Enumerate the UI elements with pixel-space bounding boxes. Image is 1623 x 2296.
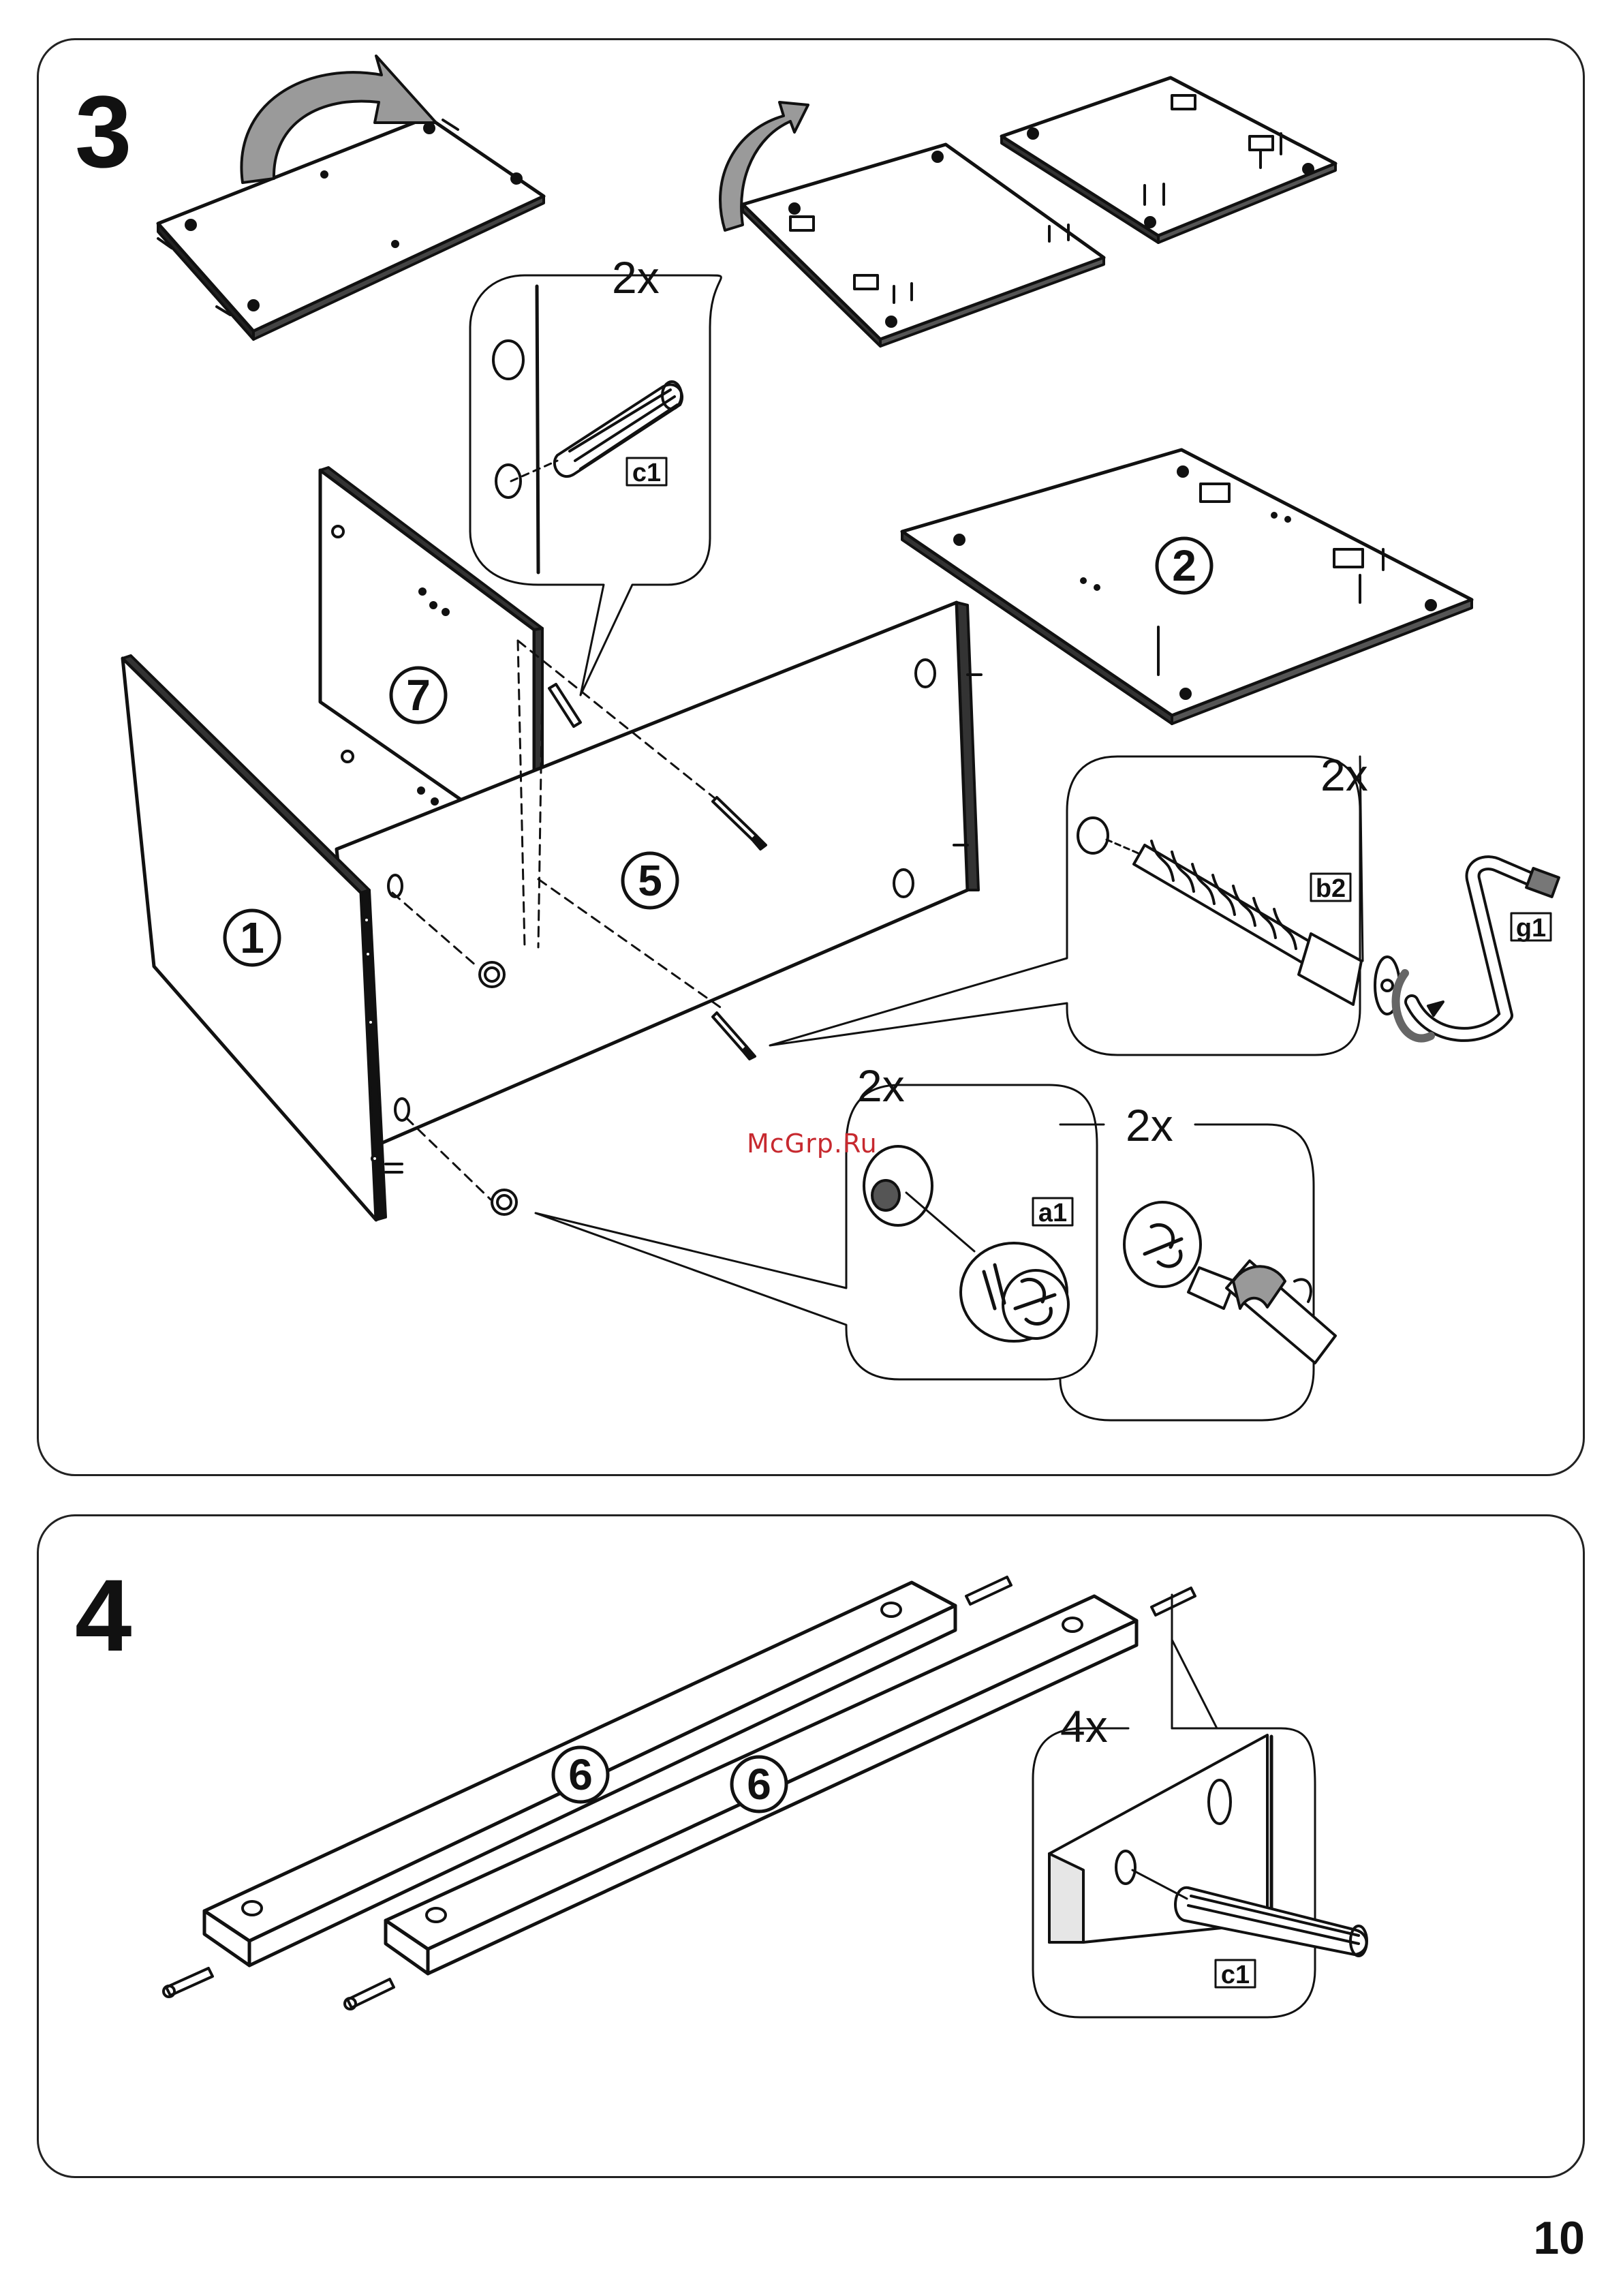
screwdriver-icon bbox=[1124, 1202, 1335, 1363]
allen-key-g1-icon bbox=[1396, 863, 1559, 1038]
step3-a1-quantity: 2x bbox=[857, 1060, 905, 1111]
part-2-label: 2 bbox=[1172, 541, 1196, 590]
watermark: McGrp.Ru bbox=[747, 1129, 878, 1159]
cam-lock-small-1 bbox=[480, 962, 504, 987]
screw-b2-small-2 bbox=[713, 1013, 755, 1059]
step3-b2-quantity: 2x bbox=[1320, 750, 1368, 800]
step3-g1-code: g1 bbox=[1516, 914, 1546, 943]
part-6-label-1: 6 bbox=[568, 1750, 593, 1799]
cam-lock-a1-icon bbox=[961, 1243, 1068, 1341]
part-1-label: 1 bbox=[240, 913, 264, 962]
step3-b2-code: b2 bbox=[1316, 874, 1346, 903]
step3-c1-quantity: 2x bbox=[612, 252, 660, 303]
step3-screwdriver-quantity: 2x bbox=[1126, 1100, 1173, 1150]
cam-lock-small-2 bbox=[492, 1190, 516, 1214]
part-7-label: 7 bbox=[406, 671, 431, 720]
step4-c1-quantity: 4x bbox=[1060, 1701, 1108, 1751]
part-5-label: 5 bbox=[638, 856, 662, 905]
step4-c1-code: c1 bbox=[1221, 1961, 1250, 1989]
panel-top-right bbox=[1002, 78, 1335, 243]
step3-a1-code: a1 bbox=[1038, 1199, 1067, 1227]
step3-c1-code: c1 bbox=[632, 459, 661, 487]
page-number: 10 bbox=[1533, 2215, 1585, 2261]
part-6-label-2: 6 bbox=[747, 1760, 771, 1809]
